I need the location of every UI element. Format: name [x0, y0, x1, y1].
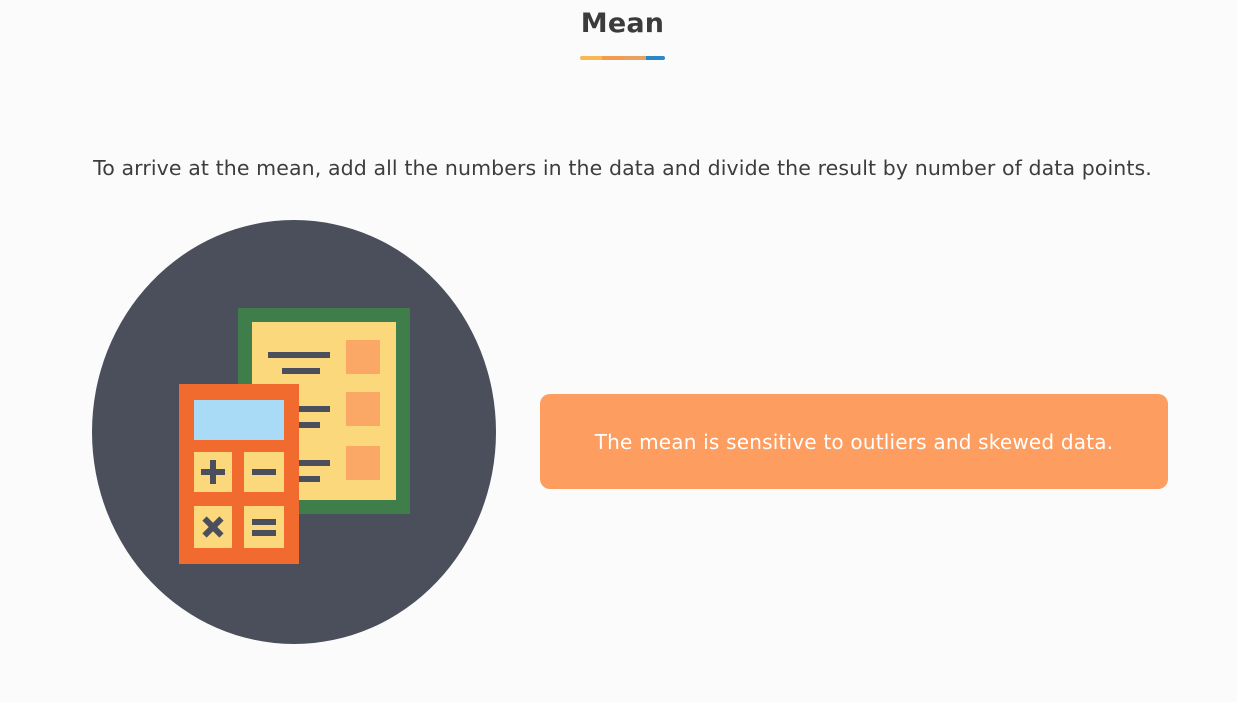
calculator-and-document-icon [92, 220, 496, 644]
calculator-key [244, 506, 284, 548]
plus-icon [201, 460, 225, 484]
equals-icon [252, 519, 276, 536]
calculator-key-symbols [201, 460, 276, 538]
document-line [282, 368, 320, 374]
mean-description: To arrive at the mean, add all the numbe… [93, 156, 1152, 180]
minus-icon [252, 469, 276, 475]
document-box [346, 392, 380, 426]
outliers-callout: The mean is sensitive to outliers and sk… [540, 394, 1168, 489]
callout-text: The mean is sensitive to outliers and sk… [594, 429, 1114, 454]
calculator-screen [194, 400, 284, 440]
underline-segment [602, 56, 624, 60]
underline-segment [624, 56, 646, 60]
title-underline [580, 56, 665, 60]
times-icon [202, 516, 224, 538]
document-line [282, 476, 320, 482]
underline-segment [646, 56, 665, 60]
document-box [346, 340, 380, 374]
document-boxes [346, 340, 380, 480]
underline-segment [580, 56, 602, 60]
slide-title: Mean [580, 8, 665, 39]
document-box [346, 446, 380, 480]
document-line [268, 352, 330, 358]
calculator-keys [194, 452, 284, 548]
document-line [282, 422, 320, 428]
